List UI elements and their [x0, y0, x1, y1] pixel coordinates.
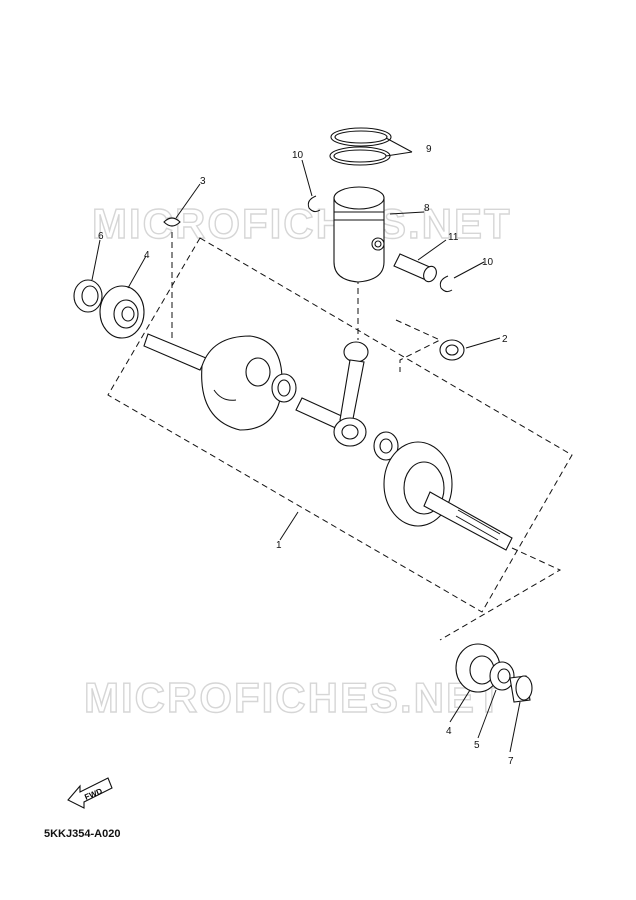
woodruff-key	[163, 217, 181, 227]
circlip-right	[439, 275, 453, 293]
big-end-washer	[373, 431, 399, 461]
callout-3: 3	[200, 176, 206, 187]
piston	[333, 186, 385, 283]
callout-2: 2	[502, 334, 508, 345]
small-end-bearing	[439, 339, 465, 361]
diagram-code: 5KKJ354-A020	[44, 828, 121, 840]
callout-4-lower: 4	[446, 726, 452, 737]
crankshaft-left-web	[143, 333, 283, 431]
bearing-link-line	[395, 319, 442, 372]
fwd-arrow-icon: FWD	[67, 777, 113, 809]
callout-4-upper: 4	[144, 250, 150, 261]
spacer	[489, 661, 515, 691]
callout-11: 11	[448, 232, 459, 243]
crankshaft-right-web	[383, 441, 513, 551]
callout-8: 8	[424, 203, 430, 214]
callout-10-lower: 10	[482, 257, 494, 268]
callout-7: 7	[508, 756, 514, 767]
callout-1: 1	[276, 540, 282, 551]
piston-rings	[329, 127, 392, 166]
callout-6: 6	[98, 231, 104, 242]
crank-pin	[271, 373, 347, 431]
bearing-left	[99, 285, 145, 339]
callout-5: 5	[474, 740, 480, 751]
crankshaft-assembly-outline	[107, 237, 573, 613]
watermark-top: MICROFICHES.NET	[92, 200, 512, 247]
lower-bearing-link-line	[439, 547, 562, 641]
connecting-rod	[333, 341, 369, 447]
piston-pin	[393, 253, 437, 283]
leader-lines	[91, 137, 521, 753]
callout-10-upper: 10	[292, 150, 304, 161]
callout-9: 9	[426, 144, 432, 155]
circlip-left	[307, 195, 321, 213]
oil-seal	[73, 279, 103, 313]
collar	[509, 675, 533, 703]
watermark-bottom: MICROFICHES.NET	[84, 674, 504, 721]
